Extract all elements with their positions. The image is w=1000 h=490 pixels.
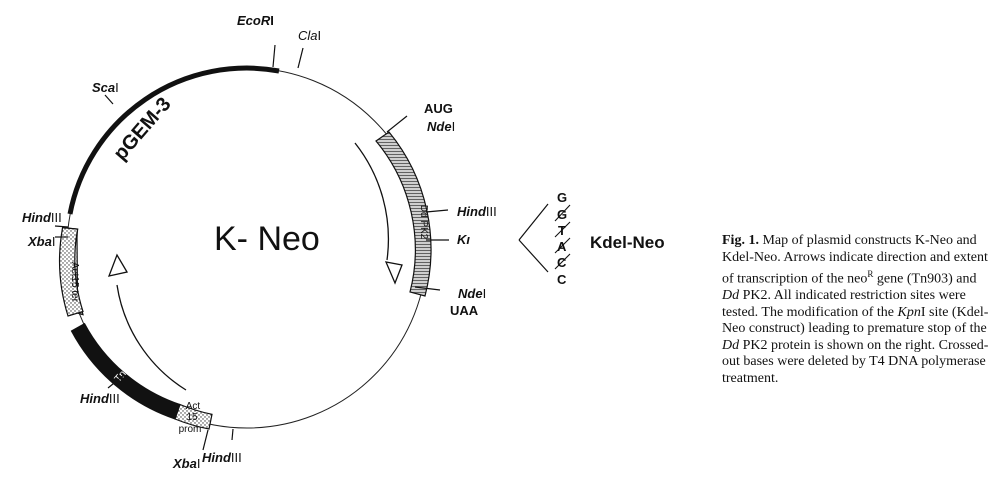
base-1: G [557, 190, 567, 205]
base-6: C [557, 272, 567, 287]
site-xbai-left: XbaI [27, 234, 55, 249]
caption-dd-2: Dd [722, 337, 740, 353]
act-prom-label-3: prom [179, 424, 202, 435]
pgem-vector-arc [67, 65, 280, 215]
dd-pk2-label: Dd PK2 [418, 205, 429, 240]
site-ndei-bottom: NdeI [458, 286, 486, 301]
act-prom-label-2: 15 [186, 412, 198, 423]
figure-caption: Fig. 1. Map of plasmid constructs K-Neo … [722, 233, 992, 387]
caption-superscript: R [867, 269, 874, 279]
site-scai: ScaI [92, 80, 119, 95]
strike-base-4 [554, 237, 571, 254]
site-clai: ClaI [298, 28, 321, 43]
caption-text-3: PK2. All indicated restriction sites wer… [722, 288, 966, 320]
caption-dd-1: Dd [722, 288, 740, 304]
site-aug: AUG [424, 101, 453, 116]
caption-text-1: Map of plasmid constructs K-Neo and Kdel… [722, 233, 988, 287]
caption-text-5: PK2 protein is shown on the right. Cross… [722, 337, 989, 386]
neo-arrowhead [107, 253, 129, 277]
site-ndei-top: NdeI [427, 119, 455, 134]
site-hindiii-right: HindIII [457, 204, 497, 219]
kdel-neo-label: Kdel-Neo [590, 233, 665, 252]
caption-text-2: gene (Tn903) and [876, 271, 977, 287]
strike-base-3 [554, 221, 571, 238]
pk2-arrowhead [384, 261, 403, 285]
neo-transcription-arrow [116, 284, 187, 391]
site-xbai-bottom: XbaI [172, 456, 200, 471]
strike-base-2 [554, 204, 571, 222]
site-kpni-trunc: Kı [457, 232, 470, 247]
plasmid-title: K- Neo [214, 220, 320, 258]
site-hindiii-tn903: HindIII [80, 391, 120, 406]
act-prom-label-1: Act [186, 401, 201, 412]
site-ecori: EcoRI [237, 13, 274, 28]
figure-number: Fig. 1. [722, 233, 759, 248]
base-2: G [557, 207, 567, 222]
site-uaa: UAA [450, 303, 479, 318]
act15-promoter-segment [174, 403, 213, 430]
act15-ter-label: Act15 ter [69, 262, 80, 303]
site-hindiii-bottom: HindIII [202, 450, 242, 465]
caption-kpn: Kpn [897, 304, 921, 320]
dd-pk2-segment [375, 131, 432, 297]
site-hindiii-left: HindIII [22, 210, 62, 225]
pk2-transcription-arrow [354, 142, 390, 261]
modified-bases: G G T A C C [557, 190, 567, 287]
caption-text-4: I site (Kdel-Neo construct) leading to p… [722, 304, 989, 337]
strike-base-5 [554, 253, 571, 270]
